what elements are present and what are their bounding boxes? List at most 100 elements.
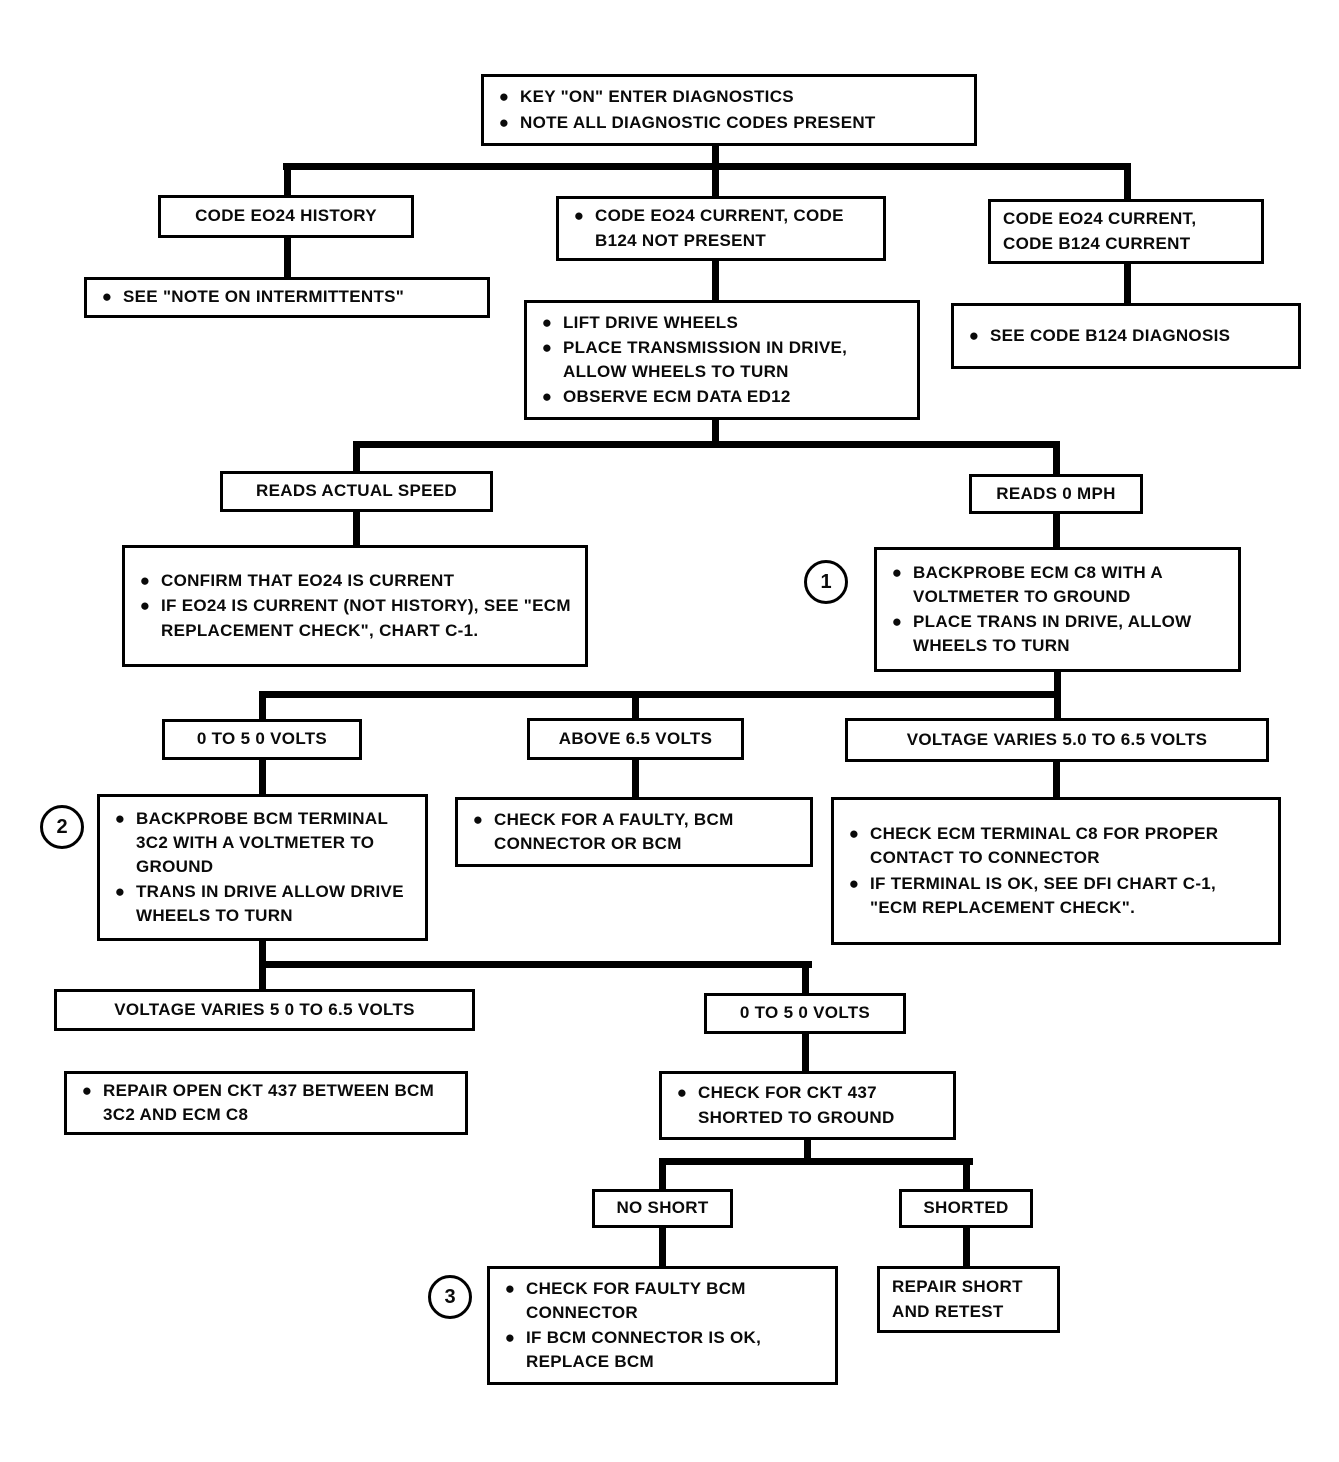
connector-line — [353, 441, 1060, 448]
connector-line — [712, 261, 719, 300]
bullet-icon: ● — [81, 1080, 93, 1100]
bullet-icon: ● — [472, 809, 484, 829]
bullet-icon: ● — [891, 562, 903, 582]
connector-line — [284, 238, 291, 277]
node-check-ckt-437-shorted: ● CHECK FOR CKT 437 SHORTED TO GROUND — [659, 1071, 956, 1140]
connector-line — [804, 1140, 811, 1165]
connector-line — [259, 760, 266, 794]
bullet-icon: ● — [968, 325, 980, 345]
bullet-icon: ● — [139, 571, 151, 591]
node-no-short: NO SHORT — [592, 1189, 733, 1228]
node-text: READS 0 MPH — [996, 483, 1116, 503]
connector-line — [1053, 762, 1060, 797]
node-voltage-varies-second: VOLTAGE VARIES 5 0 TO 6.5 VOLTS — [54, 989, 475, 1031]
badge-number: 3 — [444, 1285, 456, 1308]
node-text: SEE CODE B124 DIAGNOSIS — [990, 325, 1231, 345]
connector-line — [659, 1228, 666, 1266]
node-text: SHORTED — [923, 1198, 1009, 1218]
node-text: LIFT DRIVE WHEELS — [563, 312, 739, 332]
node-code-eo24-history: CODE EO24 HISTORY — [158, 195, 414, 238]
connector-line — [283, 163, 1131, 170]
node-repair-short-and-retest: REPAIR SHORT AND RETEST — [877, 1266, 1060, 1333]
bullet-icon: ● — [848, 873, 860, 893]
bullet-icon: ● — [541, 312, 553, 332]
node-code-eo24-current-b124-not-present: ● CODE EO24 CURRENT, CODE B124 NOT PRESEN… — [556, 196, 886, 261]
node-start: ●KEY "ON" ENTER DIAGNOSTICS ●NOTE ALL DI… — [481, 74, 977, 146]
node-text: 0 TO 5 0 VOLTS — [196, 729, 328, 749]
connector-line — [259, 691, 266, 719]
connector-line — [712, 420, 719, 448]
node-text: KEY "ON" ENTER DIAGNOSTICS — [520, 87, 794, 107]
node-text: CHECK FOR CKT 437 SHORTED TO GROUND — [698, 1083, 895, 1127]
node-text: CHECK FOR FAULTY BCM CONNECTOR — [526, 1278, 746, 1322]
node-text: IF BCM CONNECTOR IS OK, REPLACE BCM — [526, 1328, 762, 1372]
node-text: OBSERVE ECM DATA ED12 — [563, 387, 791, 407]
bullet-icon: ● — [139, 596, 151, 616]
bullet-icon: ● — [504, 1278, 516, 1298]
node-text: CODE EO24 CURRENT, CODE B124 CURRENT — [1003, 209, 1197, 253]
node-see-code-b124-diagnosis: ● SEE CODE B124 DIAGNOSIS — [951, 303, 1301, 369]
node-text: 0 TO 5 0 VOLTS — [739, 1003, 871, 1023]
node-backprobe-bcm-3c2: ●BACKPROBE BCM TERMINAL 3C2 WITH A VOLTM… — [97, 794, 428, 941]
connector-line — [353, 441, 360, 471]
node-text: BACKPROBE ECM C8 WITH A VOLTMETER TO GRO… — [913, 562, 1163, 606]
connector-line — [1053, 514, 1060, 547]
node-check-ecm-terminal-c8: ● CHECK ECM TERMINAL C8 FOR PROPER CONTAC… — [831, 797, 1281, 945]
node-lift-drive-wheels: ●LIFT DRIVE WHEELS ●PLACE TRANSMISSION I… — [524, 300, 920, 420]
bullet-icon: ● — [541, 387, 553, 407]
bullet-icon: ● — [101, 287, 113, 307]
node-text: BACKPROBE BCM TERMINAL 3C2 WITH A VOLTME… — [136, 808, 388, 876]
node-0-to-5-volts-first: 0 TO 5 0 VOLTS — [162, 719, 362, 760]
bullet-icon: ● — [498, 87, 510, 107]
node-see-intermittents: ● SEE "NOTE ON INTERMITTENTS" — [84, 277, 490, 318]
node-check-faulty-bcm-connector: ● CHECK FOR A FAULTY, BCM CONNECTOR OR BC… — [455, 797, 813, 867]
bullet-icon: ● — [541, 337, 553, 357]
connector-line — [353, 512, 360, 545]
connector-line — [632, 691, 639, 718]
node-text: TRANS IN DRIVE ALLOW DRIVE WHEELS TO TUR… — [136, 882, 404, 926]
connector-line — [963, 1158, 970, 1189]
connector-line — [1124, 264, 1131, 303]
node-text: CODE EO24 CURRENT, CODE B124 NOT PRESENT — [595, 206, 844, 250]
connector-line — [1124, 163, 1131, 199]
node-text: IF TERMINAL IS OK, SEE DFI CHART C-1, "E… — [870, 873, 1217, 917]
node-above-6-5-volts: ABOVE 6.5 VOLTS — [527, 718, 744, 760]
connector-line — [659, 1158, 973, 1165]
bullet-icon: ● — [504, 1328, 516, 1347]
node-backprobe-ecm-c8: ● BACKPROBE ECM C8 WITH A VOLTMETER TO GR… — [874, 547, 1241, 672]
node-text: NO SHORT — [616, 1198, 709, 1218]
node-0-to-5-volts-second: 0 TO 5 0 VOLTS — [704, 993, 906, 1034]
step-badge-3: 3 — [428, 1275, 472, 1319]
node-confirm-eo24-current: ●CONFIRM THAT EO24 IS CURRENT ●IF EO24 I… — [122, 545, 588, 667]
node-text: CHECK FOR A FAULTY, BCM CONNECTOR OR BCM — [494, 809, 734, 853]
node-text: SEE "NOTE ON INTERMITTENTS" — [123, 287, 405, 307]
connector-line — [802, 1034, 809, 1071]
connector-line — [659, 1158, 666, 1189]
node-voltage-varies-first: VOLTAGE VARIES 5.0 TO 6.5 VOLTS — [845, 718, 1269, 762]
node-shorted: SHORTED — [899, 1189, 1033, 1228]
bullet-icon: ● — [676, 1083, 688, 1103]
node-text: REPAIR SHORT AND RETEST — [892, 1277, 1023, 1321]
node-code-eo24-current-b124-current: CODE EO24 CURRENT, CODE B124 CURRENT — [988, 199, 1264, 264]
node-text: REPAIR OPEN CKT 437 BETWEEN BCM 3C2 AND … — [103, 1080, 435, 1124]
connector-line — [259, 691, 1061, 698]
node-reads-actual-speed: READS ACTUAL SPEED — [220, 471, 493, 512]
connector-line — [1053, 441, 1060, 474]
node-text: PLACE TRANS IN DRIVE, ALLOW WHEELS TO TU… — [913, 612, 1192, 656]
connector-line — [632, 760, 639, 797]
bullet-icon: ● — [498, 112, 510, 132]
badge-number: 1 — [820, 570, 832, 593]
connector-line — [802, 961, 809, 993]
connector-line — [284, 163, 291, 195]
connector-line — [963, 1228, 970, 1266]
node-text: CODE EO24 HISTORY — [195, 206, 377, 226]
node-reads-0-mph: READS 0 MPH — [969, 474, 1143, 514]
node-text: CONFIRM THAT EO24 IS CURRENT — [161, 571, 455, 591]
node-text: VOLTAGE VARIES 5.0 TO 6.5 VOLTS — [906, 729, 1208, 749]
bullet-icon: ● — [573, 206, 585, 226]
bullet-icon: ● — [891, 612, 903, 631]
connector-line — [712, 146, 719, 196]
node-text: CHECK ECM TERMINAL C8 FOR PROPER CONTACT… — [870, 824, 1219, 868]
connector-line — [259, 961, 812, 968]
